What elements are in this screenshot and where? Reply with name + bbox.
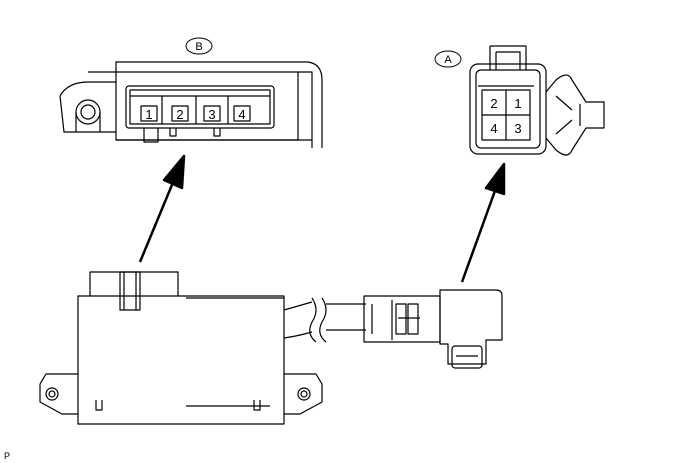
connector-a-side-clip xyxy=(545,74,605,156)
connector-b-pin-4 xyxy=(233,105,251,122)
harness-connector xyxy=(363,289,503,369)
harness-connector-rear xyxy=(363,295,441,343)
connector-a-pin-1-label: 1 xyxy=(514,96,521,111)
connector-b-pin-2-label: 2 xyxy=(176,107,183,122)
arrow-to-connector-a xyxy=(460,187,498,283)
module-tab-slot xyxy=(119,271,141,311)
harness-connector-body xyxy=(439,289,503,365)
module-unit xyxy=(39,271,366,425)
wire-harness xyxy=(283,301,313,339)
module-left-bolt-hole xyxy=(45,387,59,401)
connector-a-pin-2-label: 2 xyxy=(490,96,497,111)
callout-a-circle xyxy=(434,50,462,68)
callout-b-label: B xyxy=(195,41,202,53)
connector-b-bolt-inner xyxy=(80,104,96,120)
figure-ref-code: P xyxy=(4,451,10,461)
connector-b-pin-1-label: 1 xyxy=(145,107,152,122)
wire-break-mark xyxy=(309,297,327,343)
connector-b-pin-3 xyxy=(203,105,221,122)
module-body xyxy=(77,295,285,425)
connector-b-pin-3-label: 3 xyxy=(208,107,215,122)
harness-connector-latch xyxy=(451,345,483,369)
arrow-to-connector-b xyxy=(138,179,176,263)
connector-b xyxy=(59,61,323,148)
connector-b-socket xyxy=(125,85,275,129)
connector-b-lock-tab xyxy=(143,128,159,143)
module-right-bolt-hole xyxy=(297,387,311,401)
connector-a-lock xyxy=(489,45,527,70)
connector-b-pin-2 xyxy=(171,105,189,122)
connector-a-body xyxy=(469,63,547,155)
module-top-tab xyxy=(89,271,179,296)
callout-b: B xyxy=(185,37,213,55)
connector-b-pin-4-label: 4 xyxy=(238,107,245,122)
callout-b-circle xyxy=(185,37,213,55)
connector-b-left-flange xyxy=(59,81,116,133)
connector-b-pin-1 xyxy=(140,105,158,122)
connector-a-pin-3-label: 3 xyxy=(514,121,521,136)
callout-a-label: A xyxy=(444,54,452,66)
connector-b-housing xyxy=(88,61,323,148)
leader-arrows xyxy=(138,154,506,283)
connector-a-pin-4-label: 4 xyxy=(490,121,497,136)
connector-a xyxy=(469,45,605,156)
module-mount-plate xyxy=(39,373,323,415)
connector-b-bolt-outer xyxy=(75,99,101,125)
callout-a: A xyxy=(434,50,462,68)
